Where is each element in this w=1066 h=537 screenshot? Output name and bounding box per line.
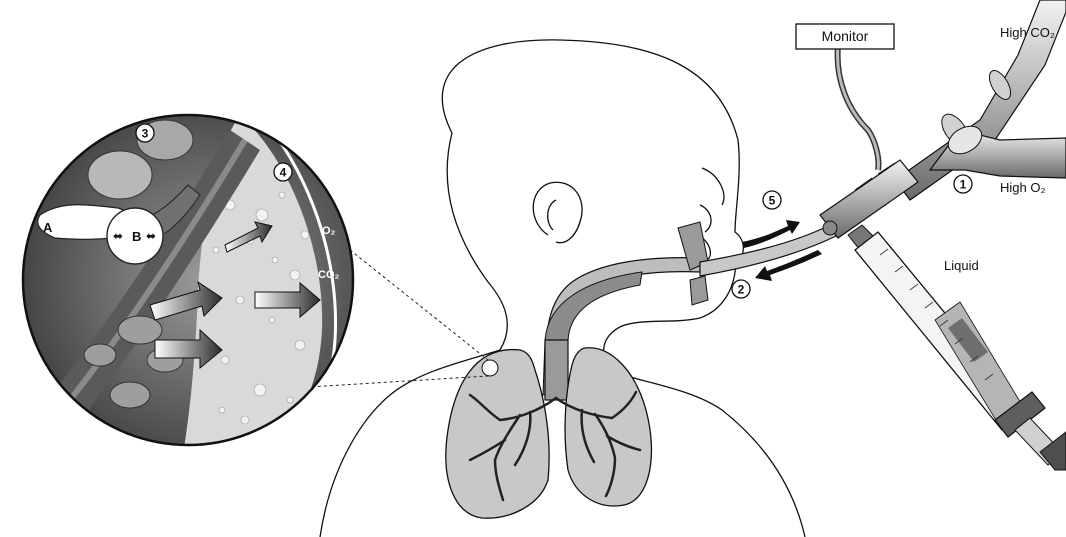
svg-text:2: 2 bbox=[738, 283, 745, 297]
label-b-arrows-right: ⬌ bbox=[146, 229, 156, 243]
lungs bbox=[446, 340, 652, 518]
svg-text:4: 4 bbox=[280, 166, 287, 180]
label-b-arrows-left: ⬌ bbox=[113, 229, 123, 243]
step-marker-5: 5 bbox=[763, 191, 781, 209]
left-lung bbox=[446, 350, 549, 519]
label-liquid: Liquid bbox=[944, 258, 979, 273]
step-marker-3: 3 bbox=[136, 124, 154, 142]
trachea bbox=[545, 340, 568, 400]
alveolus-marker bbox=[482, 360, 498, 376]
svg-text:3: 3 bbox=[142, 127, 149, 141]
svg-text:Monitor: Monitor bbox=[822, 28, 869, 44]
svg-text:1: 1 bbox=[960, 178, 967, 192]
step-marker-2: 2 bbox=[732, 280, 750, 298]
monitor-box: Monitor bbox=[796, 24, 894, 49]
label-high-o2: High O₂ bbox=[1000, 180, 1046, 195]
svg-text:5: 5 bbox=[769, 194, 776, 208]
step-marker-1: 1 bbox=[954, 175, 972, 193]
label-high-co2: High CO₂ bbox=[1000, 25, 1055, 40]
label-o2-inset: O₂ bbox=[322, 225, 336, 237]
label-b: B bbox=[132, 229, 141, 244]
alveolus-magnified-inset bbox=[23, 110, 353, 475]
step-marker-4: 4 bbox=[274, 163, 292, 181]
label-a: A bbox=[43, 220, 53, 235]
right-lung bbox=[565, 348, 651, 506]
label-co2-inset: CO₂ bbox=[318, 269, 340, 281]
